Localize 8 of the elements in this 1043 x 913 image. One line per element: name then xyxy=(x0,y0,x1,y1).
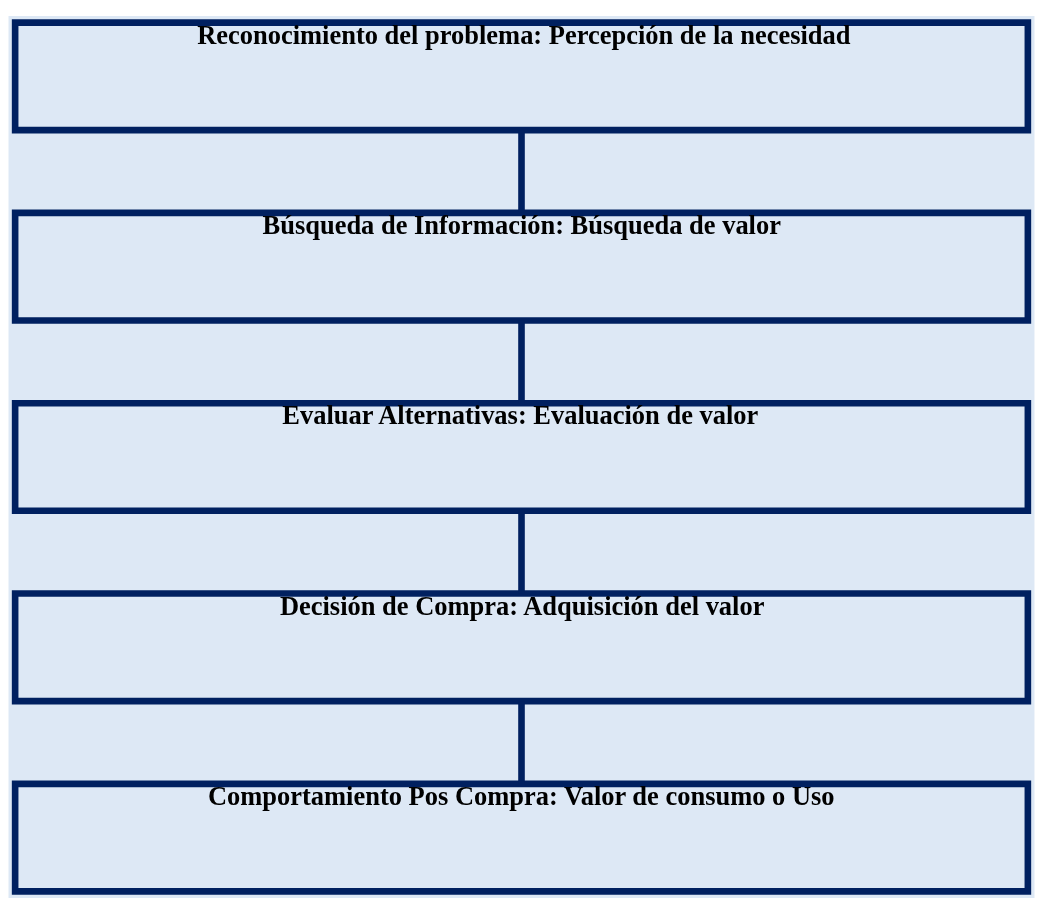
node-box: Decisión de Compra: Adquisición del valor xyxy=(11,589,1032,704)
node-box: Comportamiento Pos Compra: Valor de consumo o Uso xyxy=(11,780,1032,895)
connector xyxy=(518,130,525,213)
node-box: Búsqueda de Información: Búsqueda de valor xyxy=(11,209,1032,324)
node-box: Evaluar Alternativas: Evaluación de valor xyxy=(11,399,1032,514)
connector xyxy=(518,320,525,403)
node-box: Reconocimiento del problema: Percepción de la necesidad xyxy=(11,18,1032,133)
connector xyxy=(518,701,525,784)
